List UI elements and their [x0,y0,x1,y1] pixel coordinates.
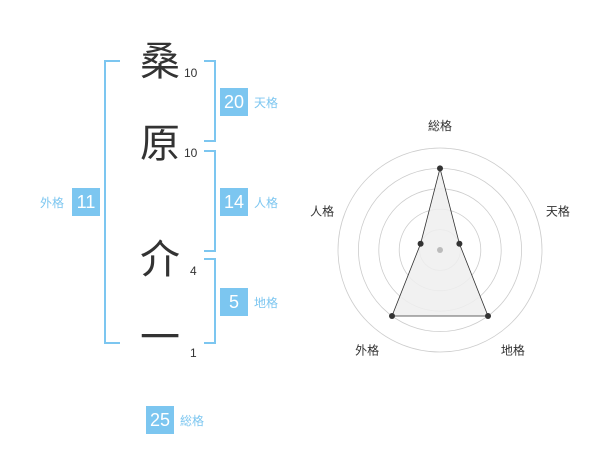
radar-points [389,165,491,319]
radar-point [437,165,443,172]
stroke-count-3: 4 [190,264,197,278]
radar-axis-label: 地格 [501,342,525,357]
tenkaku-label: 天格 [254,96,279,110]
radar-axis-label: 天格 [546,204,570,219]
radar-point [417,240,424,247]
radar-axis-label: 外格 [355,342,379,357]
jinkaku-value: 14 [220,188,248,216]
radar-polygon [391,168,489,317]
stroke-count-4: 1 [190,346,197,360]
radar-point [456,240,463,247]
name-char-2: 原 [140,121,180,167]
radar-center [437,247,443,253]
radar-point [485,313,491,319]
radar-ring [337,147,543,353]
tenkaku-bracket [204,60,216,142]
name-char-3: 介 [140,237,180,283]
radar-axis-label: 人格 [310,204,334,219]
tenkaku-value: 20 [220,88,248,116]
gaikaku-bracket [104,60,120,344]
name-char-1: 桑 [140,39,180,85]
radar-axis-label: 総格 [428,118,452,133]
soukaku-value: 25 [146,406,174,434]
radar-point [389,313,395,319]
chikaku-value: 5 [220,288,248,316]
name-char-4: 一 [140,315,180,361]
stroke-count-2: 10 [184,146,198,160]
soukaku-label: 総格 [180,414,205,428]
gaikaku-label: 外格 [40,196,65,210]
jinkaku-label: 人格 [254,196,279,210]
chikaku-label: 地格 [254,296,279,310]
gaikaku-value: 11 [72,188,100,216]
jinkaku-bracket [204,150,216,252]
stroke-count-1: 10 [184,66,198,80]
chikaku-bracket [204,258,216,344]
